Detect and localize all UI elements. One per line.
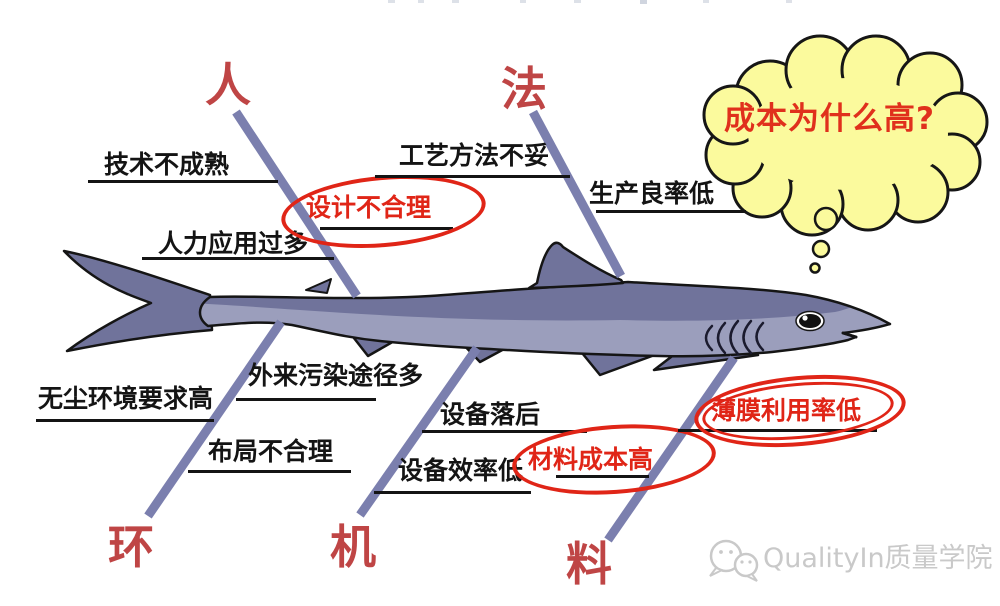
category-method: 法 [501, 62, 547, 116]
cause-underline [422, 430, 587, 433]
cause-material-cost-high: 材料成本高 [528, 445, 654, 474]
bone-material [604, 355, 738, 543]
fish-eye [795, 310, 825, 332]
wechat-icon [709, 539, 759, 582]
cause-tech-immature: 技术不成熟 [104, 150, 230, 179]
cause-underline [320, 227, 453, 230]
fish-mouth [841, 331, 858, 339]
thought-bubble [702, 34, 989, 274]
bone-environment [144, 319, 285, 519]
branch-bones [144, 109, 738, 543]
fish-dorsal-fin [527, 241, 625, 290]
cause-underline [236, 398, 376, 401]
cause-underline [375, 175, 570, 178]
cause-underline [188, 470, 351, 473]
bone-method [529, 109, 625, 279]
category-environment: 环 [108, 520, 154, 574]
cause-underline [556, 475, 649, 478]
fish-tail [62, 249, 214, 353]
watermark-label: QualityIn质量学院 [763, 543, 993, 574]
cause-equipment-outdated: 设备落后 [440, 400, 541, 429]
cause-equipment-efficiency-low: 设备效率低 [398, 456, 524, 485]
thought-bubble-trail [809, 206, 839, 274]
cause-underline [142, 257, 334, 260]
cause-underline [596, 210, 746, 213]
category-material: 料 [566, 537, 612, 591]
cause-underline [374, 491, 531, 494]
cause-process-improper: 工艺方法不妥 [399, 141, 550, 170]
bone-machine [356, 345, 481, 518]
category-man: 人 [205, 58, 251, 112]
cause-film-utilization-low: 薄膜利用率低 [711, 396, 862, 425]
cause-manpower-overuse: 人力应用过多 [158, 229, 309, 258]
cause-cleanroom-demand: 无尘环境要求高 [38, 384, 214, 413]
bone-man [232, 109, 361, 299]
fish-back-shading [199, 282, 880, 321]
fish-body-outline [198, 280, 892, 358]
head-question: 成本为什么高? [724, 101, 935, 137]
cause-yield-low: 生产良率低 [589, 179, 715, 208]
cause-layout-unreasonable: 布局不合理 [208, 437, 334, 466]
cause-underline [88, 180, 278, 183]
fish-gills [704, 319, 765, 356]
category-machine: 机 [330, 520, 376, 574]
cause-external-pollution: 外来污染途径多 [248, 361, 424, 390]
cause-underline [36, 419, 214, 422]
cropped-title-remnant [388, 0, 792, 4]
cause-design-unreasonable: 设计不合理 [306, 193, 432, 222]
cause-underline [678, 429, 877, 432]
fish-finlet [305, 278, 332, 294]
